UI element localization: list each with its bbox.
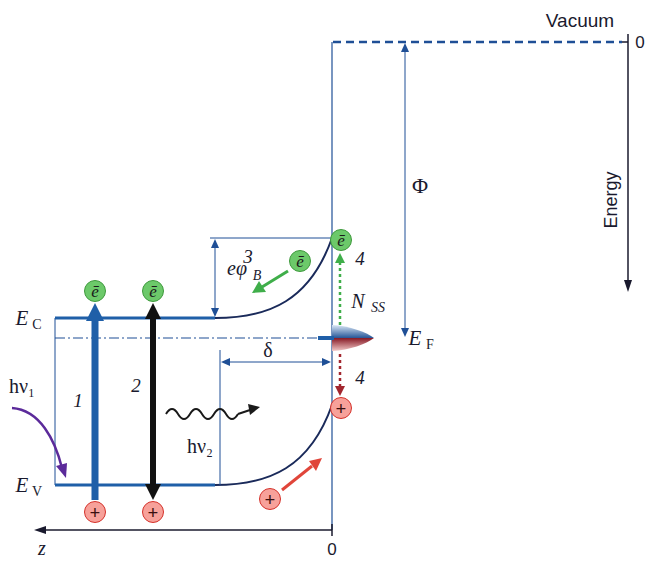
axis-head [624,280,632,292]
subscript: B [253,269,262,283]
electron: ē [289,250,311,272]
hole-symbol: + [336,399,347,418]
vacuum-level [333,41,622,44]
electron-symbol: ē [149,283,157,300]
z-axis [44,529,332,531]
electron-symbol: ē [91,283,99,300]
axis-label: z [38,538,46,558]
surface-state-level [318,336,334,340]
electron: ē [84,280,106,302]
energy-axis [627,34,629,282]
connector-line [92,319,99,500]
depletion-line [220,350,221,485]
gap-line [55,318,56,485]
work-function-symbol: Φ [412,175,428,197]
dim-head [221,358,230,366]
arrow-head [309,458,322,471]
valence-band [55,484,215,487]
callout-number: 2 [131,376,141,395]
dim-head [211,239,219,248]
arrow-head [145,303,161,319]
callout-number: 1 [73,391,83,410]
arrow-head [335,386,345,396]
depletion-dimension [228,362,324,363]
hole-symbol: + [90,503,101,522]
hole: + [259,488,281,510]
conduction-band [55,317,215,320]
photon-symbol: hν₂ [187,436,213,456]
callout-number: 4 [355,249,365,268]
surface-line [331,42,332,530]
electron-symbol: ē [296,253,304,270]
drift-arrow [282,466,312,490]
transition-arrow [339,354,342,388]
dim-head [322,358,331,366]
photon-wave [238,410,250,414]
transition-arrow [339,262,342,326]
axis-zero: 0 [635,34,644,51]
subscript: F [426,338,434,352]
electron-symbol: ē [337,232,345,249]
axis-head [34,526,46,534]
band-symbol: E [16,475,29,496]
vacuum-label: Vacuum [546,11,614,30]
hole: + [84,501,106,523]
barrier-line [210,238,332,239]
dim-head [211,308,219,317]
band-symbol: E [16,308,29,329]
recombination-arrow [145,303,161,500]
hole-symbol: + [265,490,276,509]
drift-arrow [262,271,288,287]
arrow-head [86,303,104,321]
axis-tick [622,41,628,43]
barrier-dimension [215,246,216,310]
electron: ē [330,229,352,251]
axis-zero: 0 [327,541,336,558]
surface-states-symbol: N [351,291,364,311]
band-bending [215,238,332,318]
arrow-head [145,484,161,500]
hole: + [330,397,352,419]
fermi-symbol: E [409,328,422,349]
callout-number: 4 [355,368,365,387]
electron: ē [142,280,164,302]
surface-states [332,325,374,351]
subscript: SS [371,301,385,315]
dim-head [401,328,409,337]
photon-wave [166,409,238,419]
dim-head [401,43,409,52]
hole-symbol: + [148,503,159,522]
work-function-dimension [405,50,406,330]
axis-tick [331,524,333,536]
subscript: C [32,318,41,332]
arrow-head [56,463,67,478]
depletion-symbol: δ [263,340,272,360]
photon-symbol: hν₁ [9,376,35,396]
axis-title: Energy [602,171,620,228]
arrow-head [248,404,260,415]
subscript: V [32,485,42,499]
photon-arrow [12,408,62,468]
callout-number: 3 [243,247,253,266]
band-bending [215,405,332,485]
absorption-arrow [86,303,104,500]
arrow-head [335,253,345,263]
hole: + [142,501,164,523]
connector-line [150,317,156,486]
